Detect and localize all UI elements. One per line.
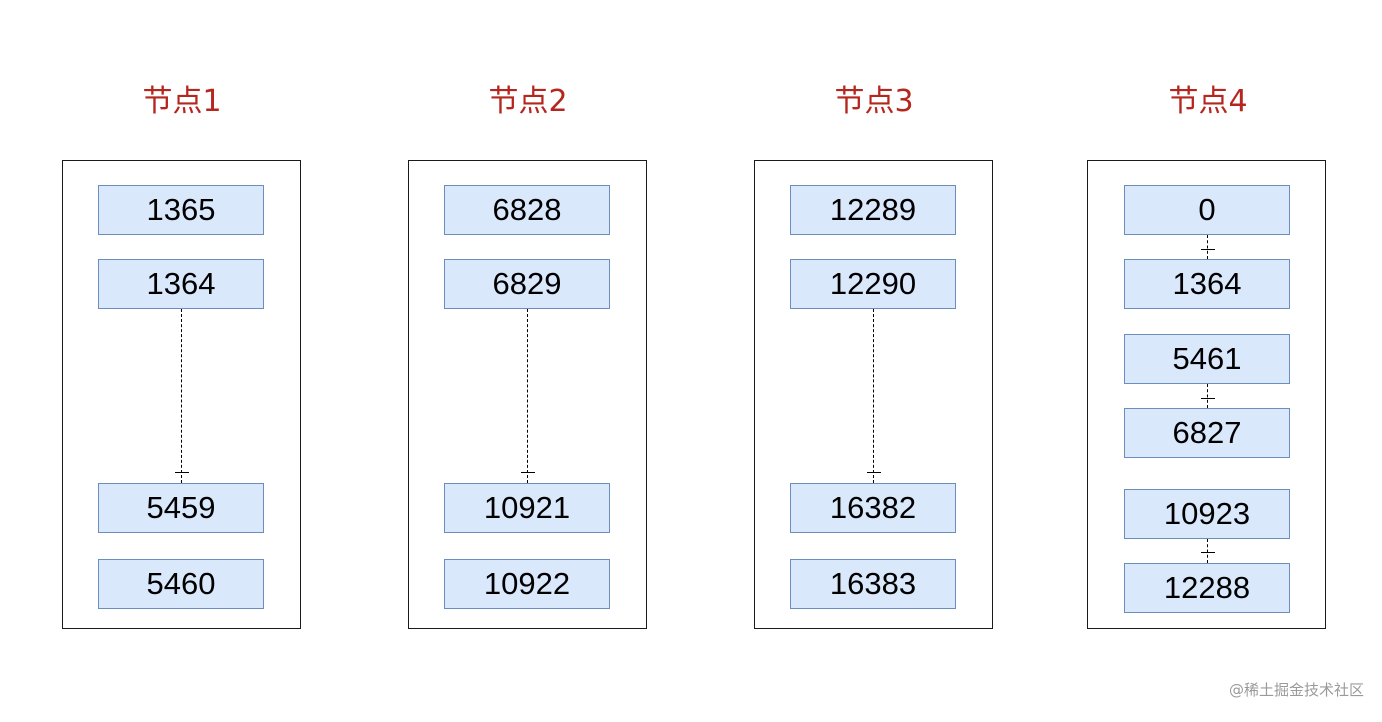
node-4-box	[1087, 160, 1326, 629]
node-4-slot-1: 0	[1124, 185, 1290, 235]
node-3-slot-4: 16383	[790, 559, 956, 609]
node-4-slot-2: 1364	[1124, 259, 1290, 309]
node-4-range-tick-1	[1201, 249, 1215, 250]
node-4-range-tick-2	[1201, 398, 1215, 399]
node-2-title: 节点2	[488, 84, 568, 119]
node-2-slot-2: 6829	[444, 259, 610, 309]
node-4-slot-3: 5461	[1124, 334, 1290, 384]
node-4-range-tick-3	[1201, 552, 1215, 553]
node-3-slot-1: 12289	[790, 185, 956, 235]
node-3-range-connector	[873, 309, 874, 483]
node-1-slot-4: 5460	[98, 559, 264, 609]
node-1-slot-1: 1365	[98, 185, 264, 235]
node-1-range-tick	[175, 472, 189, 473]
watermark: @稀土掘金技术社区	[1228, 681, 1364, 699]
node-2-range-tick	[521, 472, 535, 473]
node-3-slot-2: 12290	[790, 259, 956, 309]
node-4-slot-4: 6827	[1124, 408, 1290, 458]
node-4-range-connector-1	[1207, 235, 1208, 259]
node-3-title: 节点3	[834, 84, 914, 119]
node-4-slot-6: 12288	[1124, 563, 1290, 613]
node-2-range-connector	[527, 309, 528, 483]
node-4-range-connector-3	[1207, 539, 1208, 563]
node-1-range-connector	[181, 309, 182, 483]
node-2-slot-3: 10921	[444, 483, 610, 533]
node-1-title: 节点1	[142, 84, 222, 119]
node-2-slot-1: 6828	[444, 185, 610, 235]
node-4-title: 节点4	[1168, 84, 1248, 119]
node-4-slot-5: 10923	[1124, 489, 1290, 539]
node-3-slot-3: 16382	[790, 483, 956, 533]
node-4-range-connector-2	[1207, 384, 1208, 408]
node-1-slot-2: 1364	[98, 259, 264, 309]
node-3-range-tick	[867, 472, 881, 473]
node-2-slot-4: 10922	[444, 559, 610, 609]
node-1-slot-3: 5459	[98, 483, 264, 533]
